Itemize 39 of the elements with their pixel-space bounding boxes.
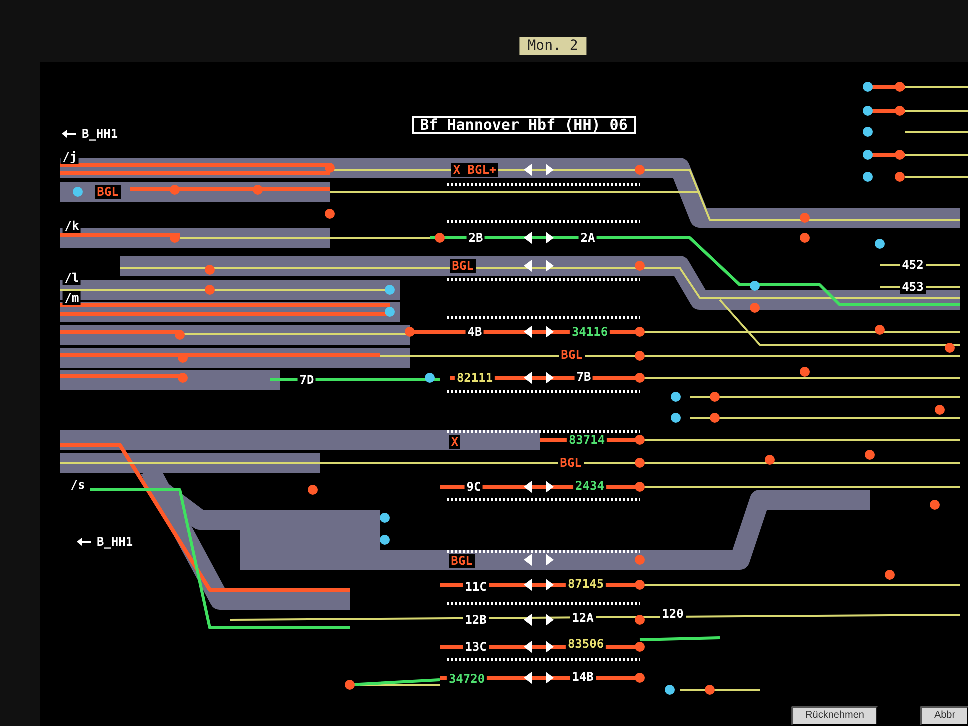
track-label: /m <box>62 291 82 305</box>
block-label: BGL <box>450 259 476 273</box>
signal-name: 452 <box>900 258 926 272</box>
undo-button: Rücknehmen <box>792 706 878 726</box>
train-number: 34720 <box>446 672 488 686</box>
signal-name: 9C <box>464 480 484 494</box>
block-label: BGL <box>559 348 585 362</box>
train-number: 2434 <box>574 479 606 493</box>
block-label: BGL <box>558 456 584 470</box>
block-label: BGL <box>95 185 121 199</box>
track-label: /l <box>62 271 82 285</box>
track-label: /s <box>68 478 88 492</box>
signal-name: 2B <box>466 231 486 245</box>
monitor-label: Mon. 2 <box>520 37 586 55</box>
signal-name: 7D <box>298 373 316 387</box>
track-label: /j <box>60 150 80 164</box>
signal-name: 4B <box>466 325 484 339</box>
block-label: BGL <box>449 554 475 568</box>
block-label: X BGL+ <box>451 163 499 177</box>
signal-name: 2A <box>578 231 598 245</box>
train-number: 87145 <box>566 577 606 591</box>
route-label: B_HH1 <box>80 127 120 141</box>
block-label: X <box>449 435 461 449</box>
train-number: 83714 <box>566 433 608 447</box>
signal-name: 453 <box>900 280 926 294</box>
train-number: 83506 <box>566 637 606 651</box>
train-number: 82111 <box>454 371 496 385</box>
signal-name: 13C <box>463 640 489 654</box>
cancel-button: Abbr <box>920 706 968 726</box>
signal-name: 11C <box>463 580 489 594</box>
signal-name: 7B <box>574 370 594 384</box>
signal-name: 120 <box>660 607 686 621</box>
station-title: Bf Hannover Hbf (HH) 06 <box>412 116 636 134</box>
signal-name: 14B <box>570 670 596 684</box>
signal-name: 12A <box>570 611 596 625</box>
route-label: B_HH1 <box>94 535 136 549</box>
signal-name: 12B <box>463 613 489 627</box>
train-number: 34116 <box>570 325 610 339</box>
track-label: /k <box>62 219 82 233</box>
